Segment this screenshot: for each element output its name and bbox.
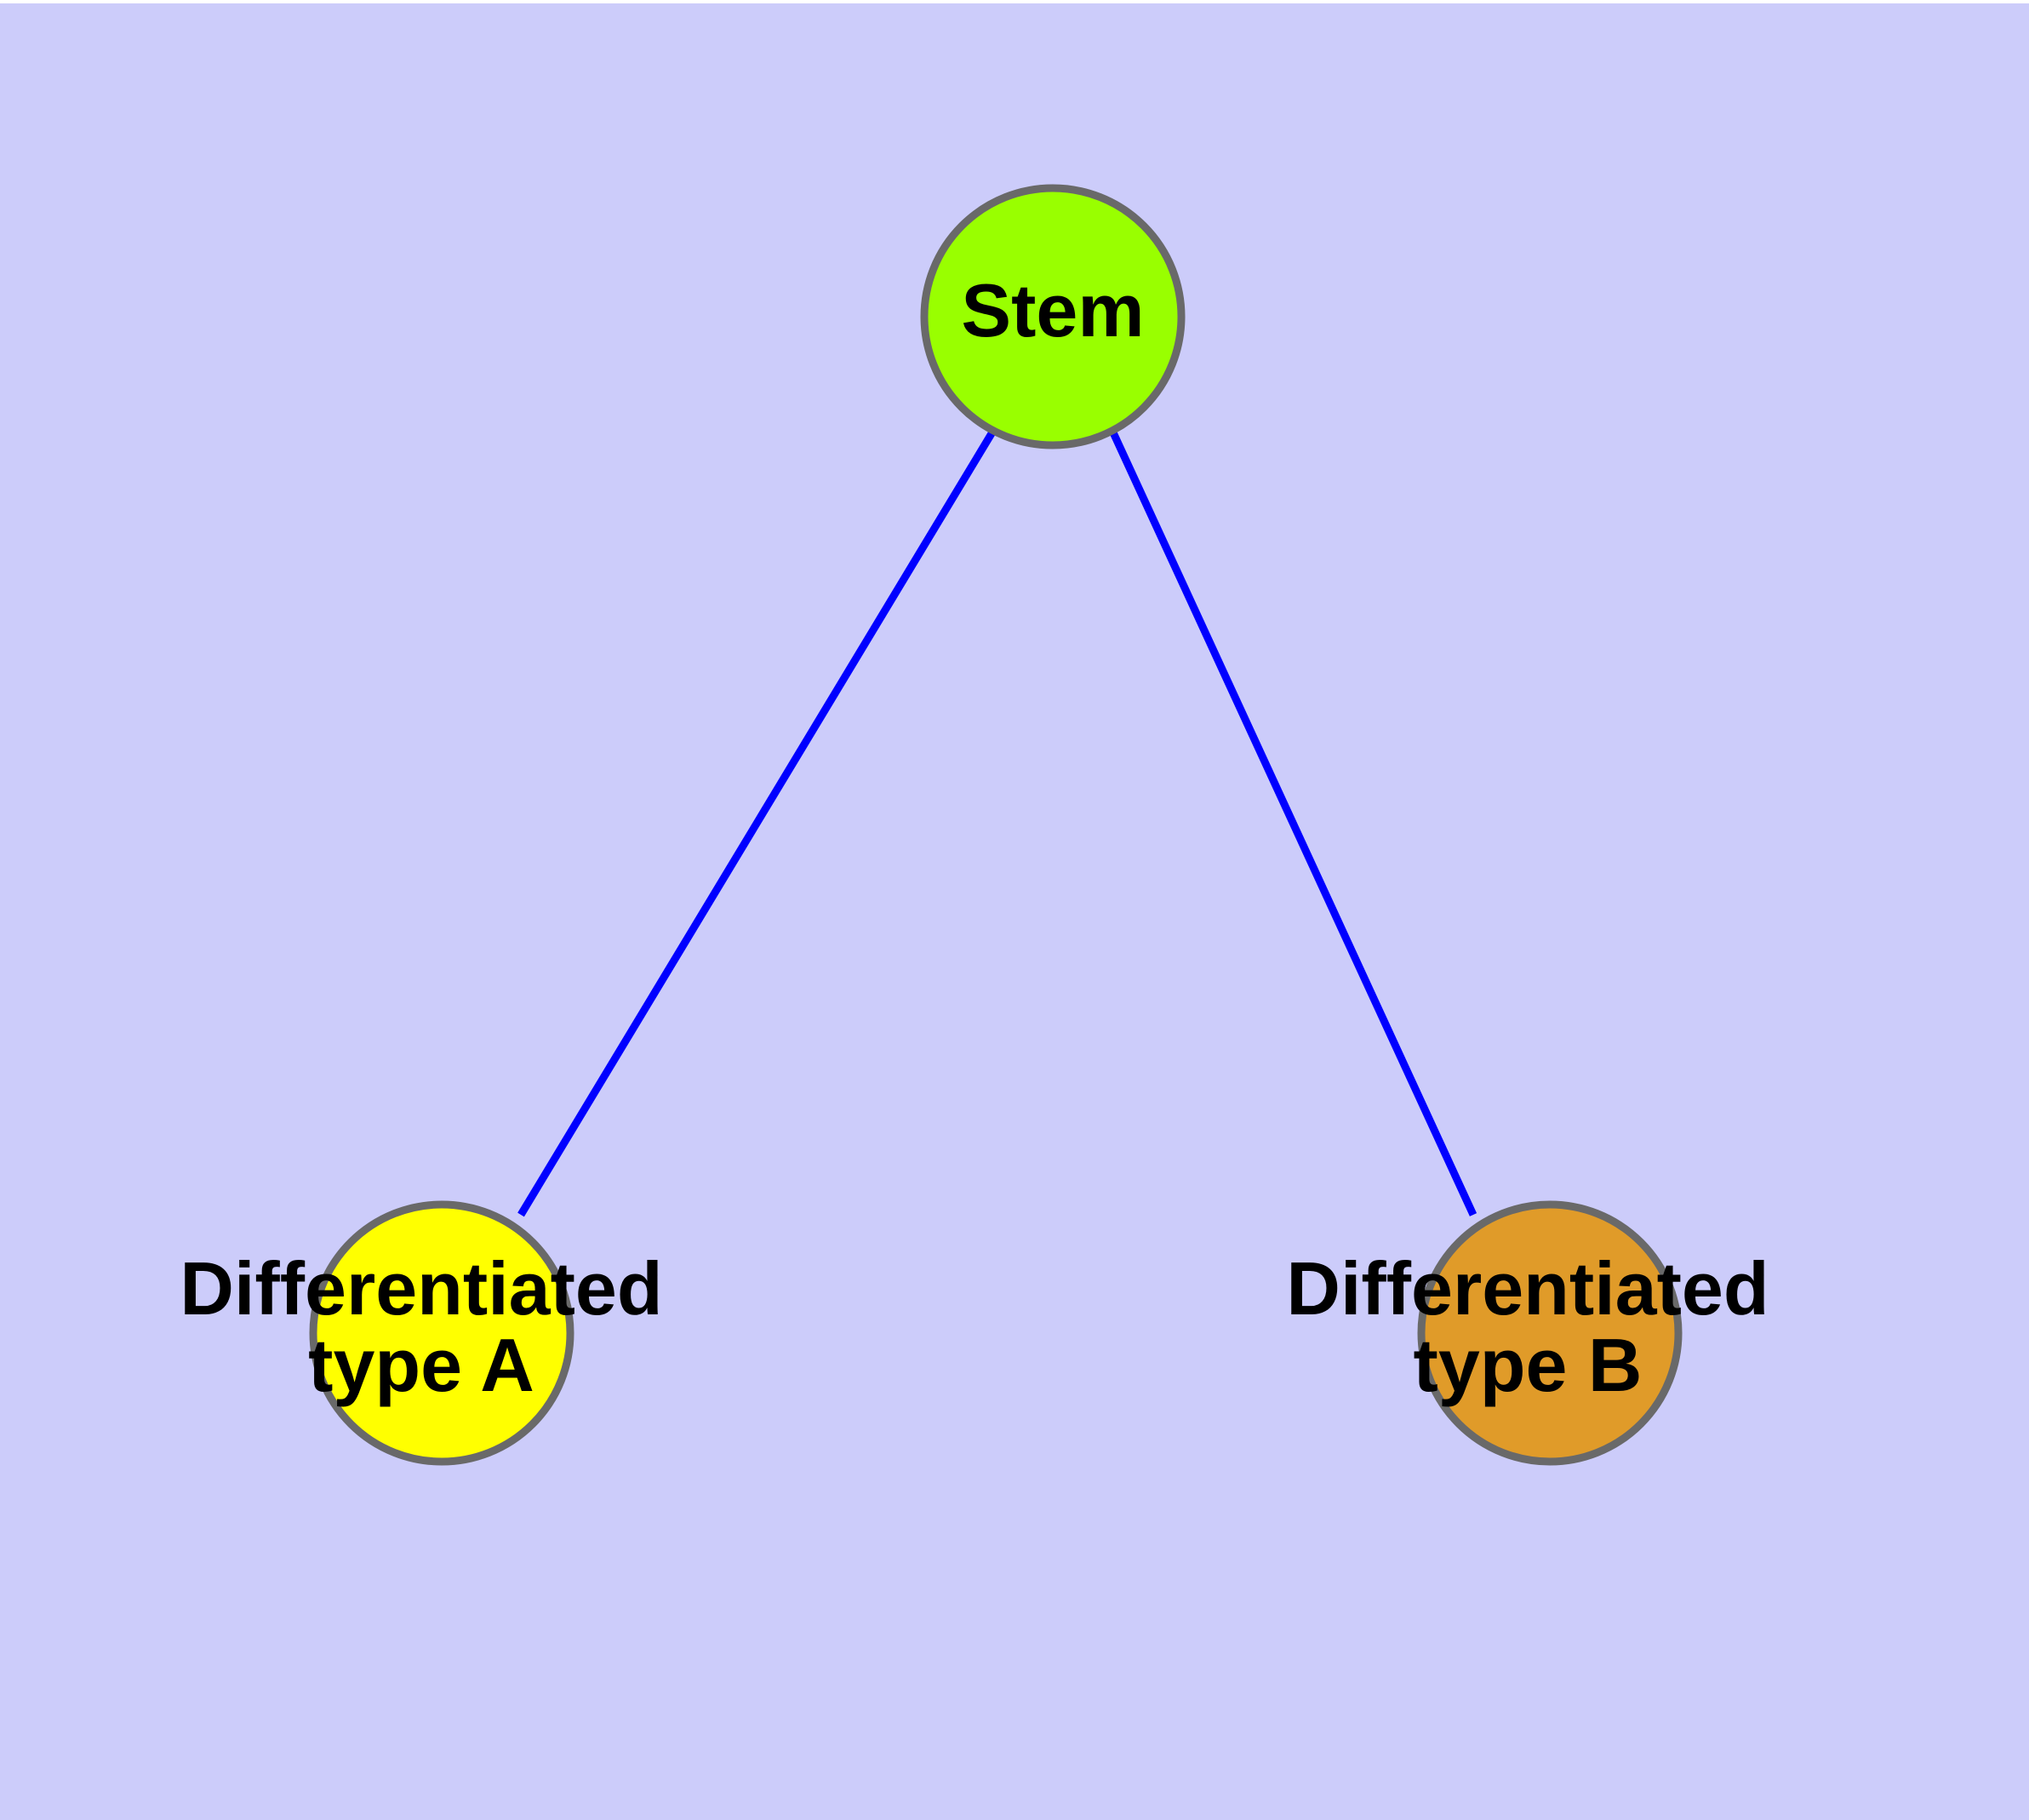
node-label-line: type B [1414,1323,1643,1407]
node-circle-stem[interactable] [920,184,1186,449]
edges-group [517,428,1477,1217]
node-label-line: Differentiated [180,1246,662,1331]
graph-node-stem[interactable]: Stem [920,184,1186,449]
node-label-line: Differentiated [1286,1246,1769,1331]
node-circle-diff_a[interactable] [309,1200,574,1466]
edge-stem-diff-b[interactable] [1108,429,1477,1216]
edge-stem-diff-a[interactable] [517,428,997,1217]
node-label-line: type A [308,1323,534,1407]
node-label-stem: Stem [961,268,1144,352]
node-label-line: Stem [961,268,1144,352]
node-circle-diff_b[interactable] [1417,1200,1683,1466]
